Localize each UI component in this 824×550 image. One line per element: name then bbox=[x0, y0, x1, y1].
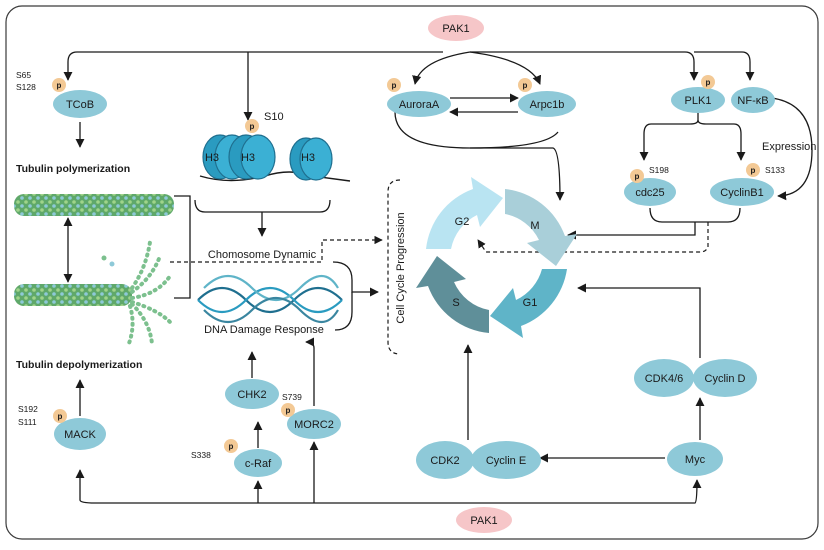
outer-frame bbox=[5, 5, 819, 540]
phospho-badge-morc2: p bbox=[281, 403, 295, 417]
svg-text:p: p bbox=[58, 412, 63, 421]
phase-arrow-g2 bbox=[426, 177, 503, 249]
site-label-tcob-1: S65 bbox=[16, 70, 31, 80]
phospho-badges: p p p p p p p p p p bbox=[52, 75, 760, 453]
dna-helix bbox=[197, 274, 343, 324]
svg-text:PAK1: PAK1 bbox=[470, 515, 497, 527]
svg-text:PLK1: PLK1 bbox=[685, 95, 712, 107]
free-tubulin-dimer bbox=[101, 255, 107, 261]
phase-label-s: S bbox=[452, 297, 459, 309]
svg-text:MORC2: MORC2 bbox=[294, 419, 334, 431]
phospho-badge-arpc1b: p bbox=[518, 78, 532, 92]
cdc25-node: cdc25 bbox=[624, 178, 676, 206]
histone-right bbox=[299, 137, 333, 181]
phase-label-m: M bbox=[530, 220, 539, 232]
svg-text:p: p bbox=[286, 406, 291, 415]
dna-damage-response-label: DNA Damage Response bbox=[204, 324, 324, 336]
connector-lines bbox=[63, 51, 813, 504]
free-tubulin-dimer bbox=[109, 261, 115, 267]
cyclind-label: Cyclin D bbox=[705, 373, 746, 385]
svg-text:TCoB: TCoB bbox=[66, 99, 94, 111]
h3-label: H3 bbox=[301, 152, 315, 164]
phase-arrow-s bbox=[416, 256, 489, 333]
arpc1b-node: Arpc1b bbox=[518, 91, 576, 117]
h3-label: H3 bbox=[241, 152, 255, 164]
site-label-cyclinb1: S133 bbox=[765, 165, 785, 175]
cell-cycle-title: Cell Cycle Progression bbox=[395, 212, 407, 323]
cdk46-label: CDK4/6 bbox=[645, 373, 684, 385]
tubulin-polymerization-label: Tubulin polymerization bbox=[16, 163, 130, 175]
svg-text:p: p bbox=[57, 81, 62, 90]
phospho-badge-auroraa: p bbox=[387, 78, 401, 92]
microtubule-polymerized bbox=[14, 194, 174, 216]
phospho-badge-mack: p bbox=[53, 409, 67, 423]
plk1-node: PLK1 bbox=[671, 87, 725, 113]
site-label-h3: S10 bbox=[264, 111, 284, 123]
svg-text:Arpc1b: Arpc1b bbox=[530, 99, 565, 111]
cycline-label: Cyclin E bbox=[486, 455, 526, 467]
pak1-bottom-node: PAK1 bbox=[456, 507, 512, 533]
svg-text:PAK1: PAK1 bbox=[442, 23, 469, 35]
phase-arrow-m bbox=[505, 189, 577, 266]
site-label-cdc25: S198 bbox=[649, 165, 669, 175]
morc2-node: MORC2 bbox=[287, 409, 341, 439]
svg-text:p: p bbox=[250, 122, 255, 131]
svg-text:NF-κB: NF-κB bbox=[737, 95, 768, 107]
phospho-badge-plk1: p bbox=[701, 75, 715, 89]
cdk2-cycline-node: CDK2 Cyclin E bbox=[416, 441, 541, 479]
h3-label: H3 bbox=[205, 152, 219, 164]
svg-text:MACK: MACK bbox=[64, 429, 96, 441]
phospho-badge-h3: p bbox=[245, 119, 259, 133]
nfkb-node: NF-κB bbox=[731, 87, 775, 113]
mack-node: MACK bbox=[54, 418, 106, 450]
auroraa-node: AuroraA bbox=[387, 91, 451, 117]
cdk2-label: CDK2 bbox=[430, 455, 459, 467]
phospho-badge-cdc25: p bbox=[630, 169, 644, 183]
cell-cycle: G2 M G1 S bbox=[416, 177, 577, 338]
chk2-node: CHK2 bbox=[225, 379, 279, 409]
svg-text:c-Raf: c-Raf bbox=[245, 458, 272, 470]
svg-text:p: p bbox=[229, 442, 234, 451]
tubulin-depolymerization-label: Tubulin depolymerization bbox=[16, 359, 142, 371]
svg-text:AuroraA: AuroraA bbox=[399, 99, 440, 111]
phase-label-g2: G2 bbox=[455, 216, 470, 228]
tubulin-protofilaments bbox=[126, 240, 172, 348]
craf-node: c-Raf bbox=[234, 449, 282, 477]
svg-text:Myc: Myc bbox=[685, 454, 706, 466]
myc-node: Myc bbox=[667, 442, 723, 476]
tubulin-graphics bbox=[14, 194, 174, 348]
site-label-morc2: S739 bbox=[282, 392, 302, 402]
site-label-mack-1: S192 bbox=[18, 404, 38, 414]
histone-middle bbox=[240, 134, 276, 180]
cdk46-cyclind-node: CDK4/6 Cyclin D bbox=[634, 359, 757, 397]
dashed-lines bbox=[170, 179, 709, 355]
phospho-badge-cyclinb1: p bbox=[746, 163, 760, 177]
svg-text:CyclinB1: CyclinB1 bbox=[720, 187, 763, 199]
svg-text:CHK2: CHK2 bbox=[237, 389, 266, 401]
svg-text:p: p bbox=[392, 81, 397, 90]
site-label-craf: S338 bbox=[191, 450, 211, 460]
chromosome-dynamic-label: Chomosome Dynamic bbox=[208, 249, 317, 261]
cyclinb1-node: CyclinB1 bbox=[710, 178, 774, 206]
site-label-tcob-2: S128 bbox=[16, 82, 36, 92]
svg-text:p: p bbox=[751, 166, 756, 175]
pak1-top-node: PAK1 bbox=[428, 15, 484, 41]
phospho-badge-tcob: p bbox=[52, 78, 66, 92]
phospho-badge-craf: p bbox=[224, 439, 238, 453]
svg-text:cdc25: cdc25 bbox=[635, 187, 664, 199]
microtubule-depolymerizing bbox=[14, 284, 132, 306]
svg-text:p: p bbox=[523, 81, 528, 90]
svg-text:p: p bbox=[706, 78, 711, 87]
site-label-mack-2: S111 bbox=[18, 417, 37, 427]
svg-text:p: p bbox=[635, 172, 640, 181]
tcob-node: TCoB bbox=[53, 90, 107, 118]
phase-label-g1: G1 bbox=[523, 297, 538, 309]
expression-label: Expression bbox=[762, 141, 816, 153]
phase-arrow-g1 bbox=[490, 269, 567, 338]
histone-graphics: H3 H3 H3 bbox=[199, 134, 351, 182]
